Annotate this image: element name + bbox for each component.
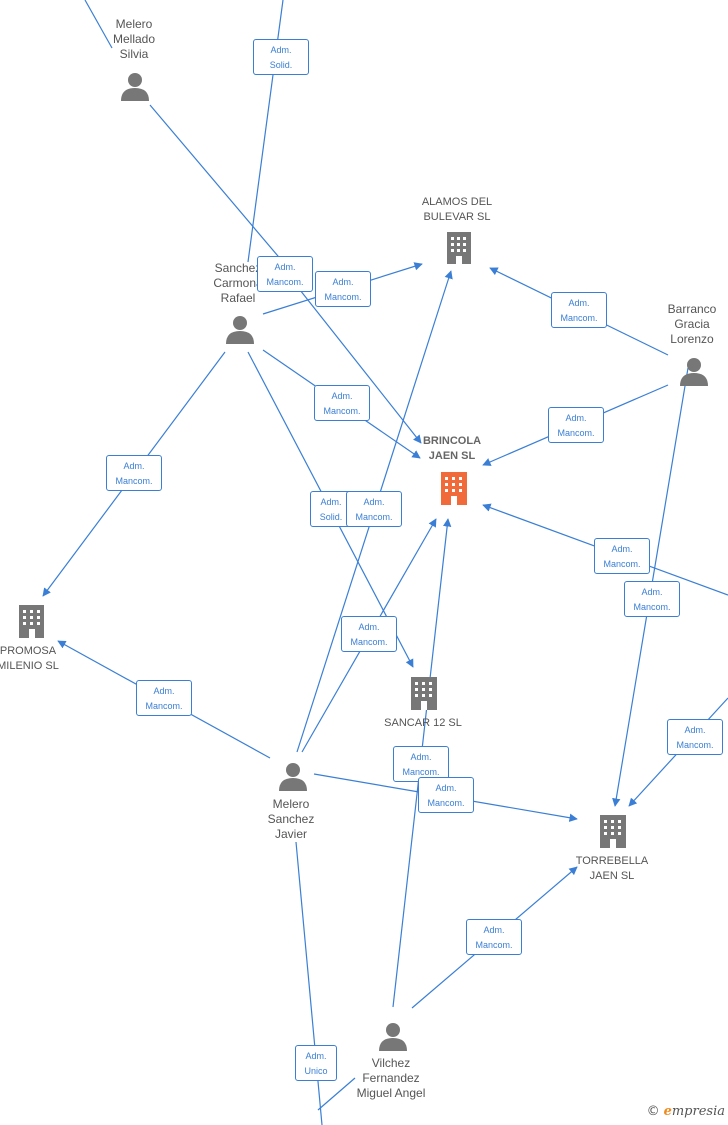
- building-icon: [19, 605, 44, 638]
- person-icon: [226, 316, 254, 344]
- relation-label[interactable]: Adm. Mancom.: [106, 455, 162, 491]
- person-name[interactable]: Sanchez Carmona Rafael: [213, 261, 263, 305]
- brand-name: mpresia: [671, 1104, 725, 1119]
- copyright-symbol: ©: [646, 1104, 660, 1119]
- relation-label[interactable]: Adm. Mancom.: [667, 719, 723, 755]
- brand-initial: e: [663, 1104, 672, 1119]
- relation-label[interactable]: Adm. Mancom.: [548, 407, 604, 443]
- company-name[interactable]: ALAMOS DEL BULEVAR SL: [421, 196, 493, 223]
- edge: [317, 1077, 356, 1111]
- person-icon: [121, 73, 149, 101]
- relation-label[interactable]: Adm. Mancom.: [257, 256, 313, 292]
- person-name[interactable]: Vilchez Fernandez Miguel Angel: [356, 1056, 426, 1100]
- building-icon: [411, 677, 437, 710]
- edge: [295, 841, 323, 1125]
- relation-label[interactable]: Adm. Mancom.: [341, 616, 397, 652]
- relation-label[interactable]: Adm. Mancom.: [314, 385, 370, 421]
- person-name[interactable]: Melero Sanchez Javier: [267, 797, 315, 841]
- building-icon: [447, 232, 471, 264]
- person-icon: [680, 358, 708, 386]
- building-icon-main: [441, 472, 467, 505]
- person-icon: [379, 1023, 407, 1051]
- company-name[interactable]: TORREBELLA JAEN SL: [575, 855, 649, 882]
- company-name[interactable]: PROMOSA MILENIO SL: [0, 645, 59, 672]
- person-icon: [279, 763, 307, 791]
- relation-label[interactable]: Adm. Mancom.: [418, 777, 474, 813]
- person-name[interactable]: Barranco Gracia Lorenzo: [667, 302, 717, 346]
- company-name[interactable]: SANCAR 12 SL: [384, 717, 462, 729]
- relation-label[interactable]: Adm. Mancom.: [624, 581, 680, 617]
- person-name[interactable]: Melero Mellado Silvia: [112, 17, 156, 61]
- relation-label[interactable]: Adm. Mancom.: [346, 491, 402, 527]
- relation-label[interactable]: Adm. Solid.: [253, 39, 309, 75]
- relation-label[interactable]: Adm. Mancom.: [136, 680, 192, 716]
- edge: [299, 289, 422, 444]
- empresia-logo[interactable]: ©empresia: [647, 1104, 725, 1119]
- relation-label[interactable]: Adm. Unico: [295, 1045, 337, 1081]
- company-name-main[interactable]: BRINCOLA JAEN SL: [422, 435, 482, 462]
- building-icon: [600, 815, 626, 848]
- edge: [84, 0, 113, 49]
- edge: [149, 104, 284, 263]
- relation-label[interactable]: Adm. Mancom.: [594, 538, 650, 574]
- relation-label[interactable]: Adm. Mancom.: [466, 919, 522, 955]
- relation-label[interactable]: Adm. Solid.: [310, 491, 352, 527]
- relation-label[interactable]: Adm. Mancom.: [315, 271, 371, 307]
- relation-label[interactable]: Adm. Mancom.: [551, 292, 607, 328]
- relation-label[interactable]: Adm. Mancom.: [393, 746, 449, 782]
